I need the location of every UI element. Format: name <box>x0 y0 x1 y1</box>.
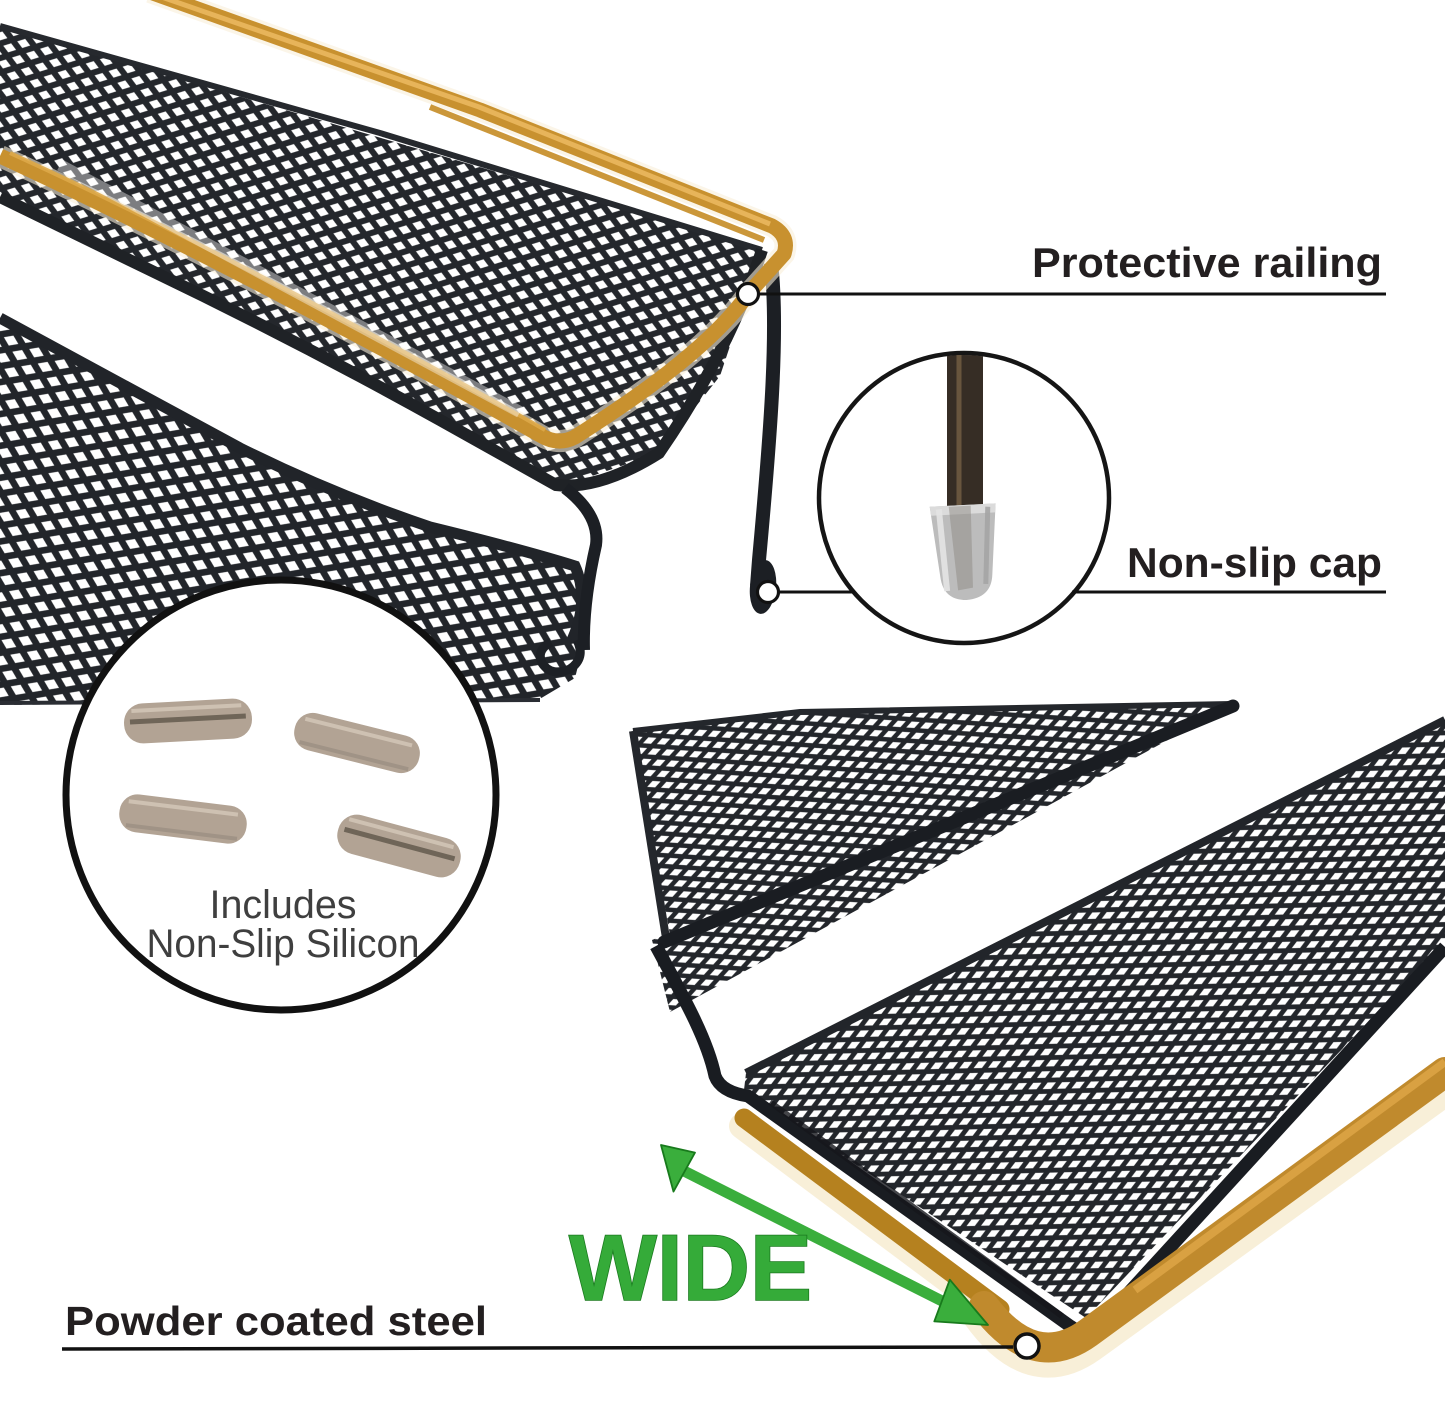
svg-text:Includes: Includes <box>210 883 357 927</box>
svg-text:Non-Slip Silicon: Non-Slip Silicon <box>147 922 420 966</box>
svg-text:Non-slip cap: Non-slip cap <box>1127 539 1382 586</box>
svg-text:WIDE: WIDE <box>569 1215 812 1320</box>
svg-text:Protective railing: Protective railing <box>1032 239 1382 286</box>
svg-text:Powder coated steel: Powder coated steel <box>65 1298 487 1344</box>
